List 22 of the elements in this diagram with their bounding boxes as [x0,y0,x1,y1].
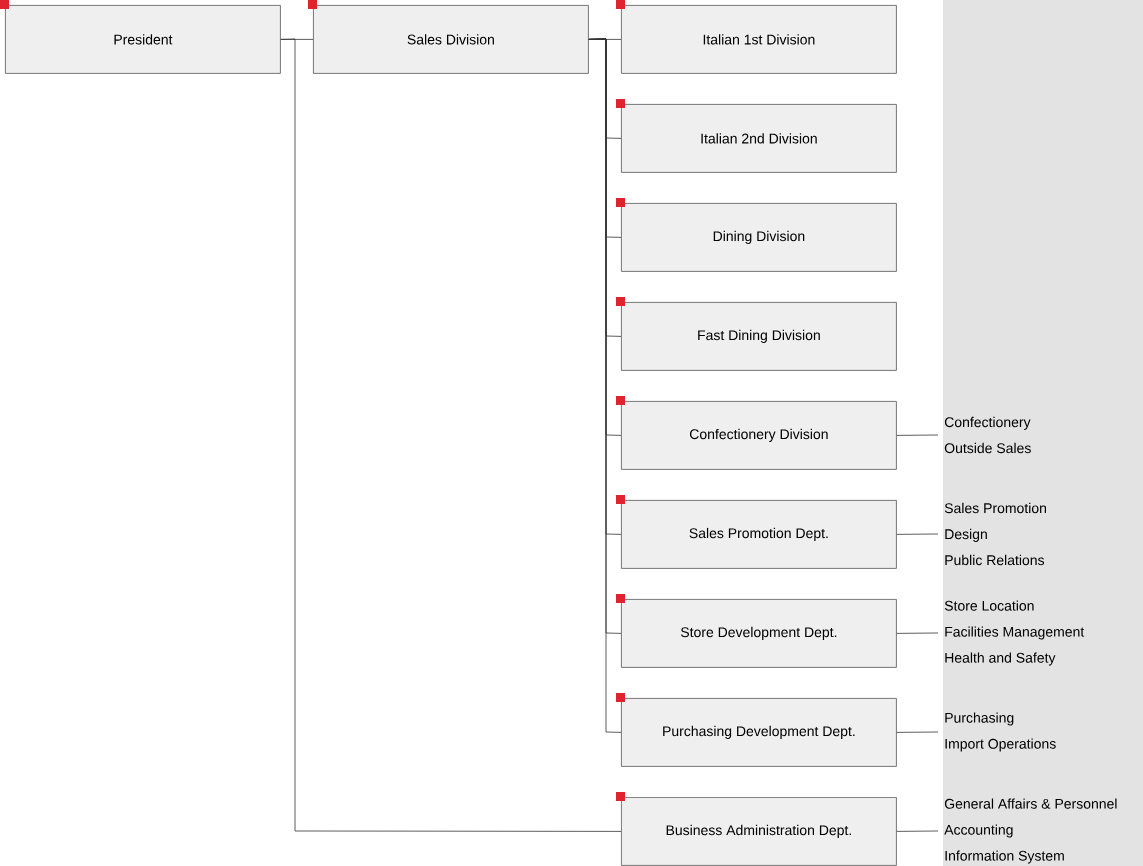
connector-line [896,731,939,733]
org-box: Sales Promotion Dept. [616,495,897,569]
connector-line [896,533,939,535]
unit-list: Purchasing Import Operations [945,712,1056,752]
org-box: Fast Dining Division [616,297,897,371]
connector-line [896,434,939,436]
unit-list: Sales Promotion Design Public Relations [944,502,1046,566]
unit-list: Confectionery Outside Sales [944,416,1031,454]
org-box: Confectionery Division [616,396,897,470]
org-box: Italian 1st Division [616,0,897,74]
connector-line [280,38,622,832]
unit-list: Store Location Facilities Management Health and Safety [944,600,1085,666]
org-box: Purchasing Development Dept. [616,693,897,767]
org-box: Store Development Dept. [616,594,897,668]
org-box: Business Administration Dept. [616,792,897,866]
org-box: President [0,0,281,74]
org-box: Sales Division [308,0,589,74]
connector-line [896,830,939,832]
connector-line [896,632,939,634]
org-box: Dining Division [616,198,897,272]
org-box: Italian 2nd Division [616,99,897,173]
unit-list: General Affairs & Personnel Accounting Information System [944,798,1117,864]
